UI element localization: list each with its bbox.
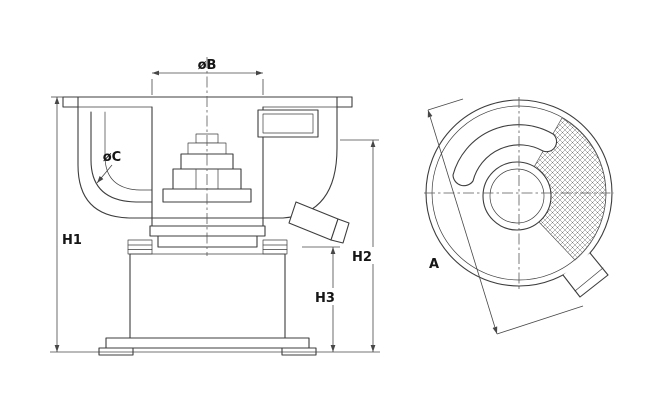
foot-right: [281, 347, 317, 356]
screen-box-inner: [262, 113, 314, 134]
base-plate: [105, 337, 310, 349]
mount-plate-upper: [149, 225, 266, 237]
spring-outline: [127, 239, 153, 255]
bowl-rim-right-cap: [336, 96, 353, 108]
dimension-a-label: A: [429, 257, 439, 272]
bowl-rim-left-cap: [62, 96, 79, 108]
channel-outer-curve: [90, 111, 153, 203]
dimension-h1-label: H1: [62, 233, 82, 248]
channel-inner-curve: [104, 111, 153, 191]
dimension-a-extension-top: [427, 98, 464, 111]
dimension-b-label: øB: [198, 58, 217, 73]
hub-outer-circle: [482, 161, 552, 231]
dimension-h3-label: H3: [315, 291, 335, 306]
motor-body-ribs: [195, 168, 219, 190]
dimension-c-leader: [96, 164, 113, 184]
spring-right: [262, 239, 288, 255]
dimension-c-label: øC: [103, 150, 121, 165]
spring-coils: [262, 244, 288, 250]
front-view: øB øC H1 H2 H3: [50, 57, 380, 356]
top-view: A: [424, 97, 614, 335]
mount-plate-lower: [157, 235, 258, 248]
screen-box-outer: [257, 109, 319, 138]
dimension-b: øB: [151, 58, 264, 95]
discharge-chute-top-inner: [574, 267, 604, 292]
spring-outline: [262, 239, 288, 255]
bowl-outer-wall-left: [77, 106, 133, 219]
discharge-chute-top: [562, 252, 609, 298]
spring-left: [127, 239, 153, 255]
discharge-chute-cap: [330, 218, 350, 244]
dimension-h3-label-bg: [312, 288, 339, 305]
base-skirt-walls: [129, 253, 286, 339]
dimension-b-extensions: [151, 79, 264, 95]
dimension-h1: H1: [51, 96, 82, 352]
dimension-a: A: [427, 98, 584, 335]
foot-left: [98, 347, 134, 356]
dimension-h3: H3: [302, 246, 340, 352]
spring-coils: [127, 244, 153, 250]
dimension-c: øC: [96, 150, 121, 184]
dimension-h2-label: H2: [352, 250, 372, 265]
dimension-a-extension-bottom: [496, 305, 584, 335]
dimension-h2-label-bg: [349, 247, 376, 264]
dimension-h2: H2: [340, 139, 379, 352]
dimension-a-line: [427, 109, 498, 335]
